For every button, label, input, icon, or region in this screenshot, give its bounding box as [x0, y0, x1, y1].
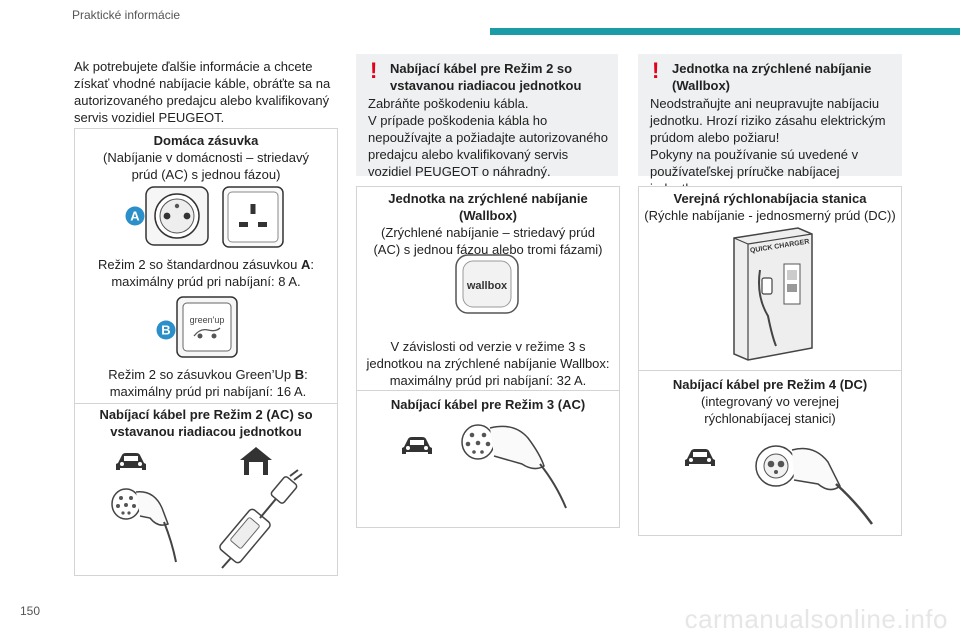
greenup-label: green'up: [190, 315, 225, 325]
warning-icon: !: [652, 58, 660, 83]
socket-a-text: Režim 2 so štandardnou zásuvkou A: maxim…: [97, 257, 315, 289]
socket-b-text: Režim 2 so zásuvkou Green’Up B: maximáln…: [108, 367, 308, 399]
wallbox-section: Jednotka na zrýchlené nabíjanie (Wallbox…: [362, 190, 614, 258]
warning-mode2-body: Zabráňte poškodeniu kábla. V prípade poš…: [368, 96, 608, 179]
uk-socket-icon: [222, 186, 284, 248]
home-socket-section: Domáca zásuvka (Nabíjanie v domácnosti –…: [80, 132, 332, 183]
badge-b-icon: B: [156, 320, 176, 340]
wallbox-subtitle: (Zrýchlené nabíjanie – striedavý prúd (A…: [373, 225, 603, 257]
divider: [356, 390, 620, 391]
mode3-connector-icon: [461, 424, 567, 509]
warning-wallbox: ! Jednotka na zrýchlené nabíjanie (Wallb…: [638, 54, 902, 196]
car-icon: [402, 437, 432, 454]
warning-wallbox-body: Neodstraňujte ani neupravujte nabíjaciu …: [650, 96, 886, 196]
badge-b-label: B: [161, 323, 170, 338]
warning-mode2-cable: ! Nabíjací kábel pre Režim 2 so vstavano…: [356, 54, 618, 179]
mode3-cable-title: Nabíjací kábel pre Režim 3 (AC): [390, 397, 586, 412]
mode4-dc-connector-icon: [755, 445, 874, 525]
home-socket-subtitle: (Nabíjanie v domácnosti – striedavý prúd…: [103, 150, 309, 182]
mode2-control-box-icon: [219, 469, 303, 569]
page-number: 150: [20, 604, 41, 618]
warning-icon: !: [370, 58, 378, 83]
section-title: Praktické informácie: [72, 8, 181, 22]
wallbox-text: V závislosti od verzie v režime 3 s jedn…: [366, 339, 610, 388]
car-icon: [685, 449, 715, 466]
warning-wallbox-title: Jednotka na zrýchlené nabíjanie (Wallbox…: [672, 61, 872, 93]
greenup-socket-icon: green'up: [176, 296, 238, 358]
car-icon: [116, 453, 146, 470]
public-station-section: Verejná rýchlonabíjacia stanica (Rýchle …: [644, 190, 896, 224]
header-accent-bar: [490, 28, 960, 35]
badge-a-label: A: [130, 209, 140, 224]
public-station-title: Verejná rýchlonabíjacia stanica: [673, 191, 867, 206]
house-icon: [240, 447, 272, 475]
mode4-cable-subtitle: (integrovaný vo verejnej rýchlonabíjacej…: [700, 394, 840, 426]
wallbox-icon: wallbox: [455, 254, 519, 314]
wallbox-device-label: wallbox: [466, 280, 508, 292]
divider: [638, 370, 902, 371]
wallbox-box: [356, 186, 620, 528]
mode2-cable-title: Nabíjací kábel pre Režim 2 (AC) so vstav…: [99, 407, 313, 439]
warning-mode2-title: Nabíjací kábel pre Režim 2 so vstavanou …: [390, 61, 582, 93]
divider: [74, 403, 338, 404]
intro-text: Ak potrebujete ďalšie informácie a chcet…: [74, 59, 331, 125]
mode2-connector-icon: [111, 488, 177, 563]
badge-a-icon: A: [125, 206, 145, 226]
quick-charger-station-icon: QUICK CHARGER: [733, 227, 813, 361]
french-socket-icon: [145, 186, 209, 246]
mode4-cable-title: Nabíjací kábel pre Režim 4 (DC): [672, 377, 868, 392]
watermark: carmanualsonline.info: [684, 604, 948, 634]
mode4-cable-section: Nabíjací kábel pre Režim 4 (DC) (integro…: [644, 376, 896, 427]
home-socket-title: Domáca zásuvka: [153, 133, 259, 148]
wallbox-title: Jednotka na zrýchlené nabíjanie (Wallbox…: [388, 191, 588, 223]
public-station-subtitle: (Rýchle nabíjanie - jednosmerný prúd (DC…: [644, 208, 896, 223]
